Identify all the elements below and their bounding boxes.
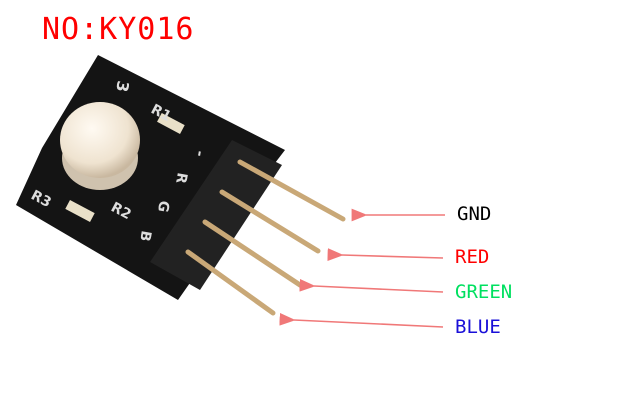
header-pins [185,159,346,316]
module-title: NO:KY016 [42,12,195,47]
silk-g: G [154,199,172,213]
silk-b: B [136,229,154,242]
pin-header [150,140,282,290]
label-green: GREEN [455,281,513,303]
pin-red [219,189,321,254]
resistor-r1 [157,112,185,134]
silk-minus: - [191,149,208,158]
pin-gnd [237,159,346,222]
arrow-green [299,278,444,293]
label-blue: BLUE [455,316,501,338]
silk-r: R [172,171,190,185]
label-gnd: GND [457,203,492,225]
pin-green [202,219,303,288]
label-red: RED [455,246,490,268]
arrow-red [327,248,444,261]
led-dome [60,102,140,178]
arrow-blue [279,312,444,328]
silk-pin1: 3 [112,79,133,93]
resistor-r3 [65,200,95,222]
pin-blue [185,249,276,316]
